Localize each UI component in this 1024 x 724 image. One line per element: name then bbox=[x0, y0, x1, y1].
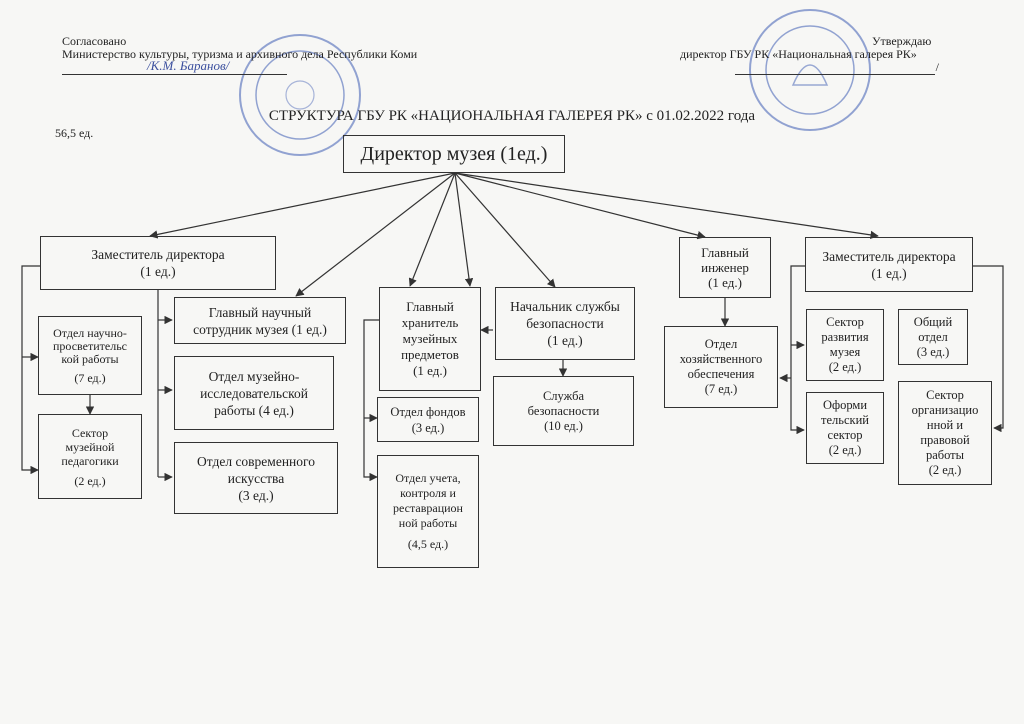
right-signature-slash: / bbox=[935, 60, 939, 74]
box-text-line: музейных bbox=[402, 331, 458, 346]
box-text-line: (2 ед.) bbox=[74, 473, 106, 488]
deputy-director-2-box: Заместитель директора(1 ед.) bbox=[805, 237, 973, 292]
box-text-line: контроля и bbox=[400, 486, 456, 500]
right-signature-line: / bbox=[735, 61, 939, 75]
box-text-line: реставрацион bbox=[393, 501, 463, 515]
box-text-line: (4,5 ед.) bbox=[407, 537, 449, 551]
box-text-line: (2 ед.) bbox=[828, 443, 862, 457]
box-text-line: Общий bbox=[913, 314, 953, 329]
box-text-line: хозяйственного bbox=[679, 352, 763, 366]
box-text-line: (10 ед.) bbox=[544, 418, 583, 433]
box-text-line: Отдел bbox=[704, 337, 738, 351]
box-text-line: исследовательской bbox=[200, 385, 308, 401]
box-text-line: организацио bbox=[911, 403, 979, 417]
ministry-stamp-icon bbox=[239, 34, 361, 156]
director-box: Директор музея (1ед.) bbox=[343, 135, 565, 173]
approved-label: Согласовано bbox=[62, 34, 127, 48]
box-text-line: (3 ед.) bbox=[916, 344, 950, 359]
box-text-line: Главный bbox=[701, 245, 749, 260]
funds-dept-box: Отдел фондов(3 ед.) bbox=[377, 397, 479, 442]
box-text-line: правовой bbox=[920, 433, 970, 447]
box-text-line: работы bbox=[925, 448, 965, 462]
page-title: СТРУКТУРА ГБУ РК «НАЦИОНАЛЬНАЯ ГАЛЕРЕЯ Р… bbox=[268, 108, 756, 124]
box-text-line: нной и bbox=[926, 418, 964, 432]
box-text-line: музея bbox=[829, 345, 861, 359]
box-text-line: Начальник службы bbox=[510, 299, 620, 314]
box-text-line: кой работы bbox=[61, 351, 119, 366]
box-text-line: Сектор bbox=[71, 425, 109, 440]
box-text-line: отдел bbox=[918, 329, 948, 344]
box-text-line: тельский bbox=[821, 413, 869, 427]
box-text-line: (1 ед.) bbox=[547, 333, 583, 348]
box-text-line: Сектор bbox=[826, 315, 864, 329]
deputy-director-1-box: Заместитель директора (1 ед.) bbox=[40, 236, 276, 290]
box-text-line: инженер bbox=[701, 260, 749, 275]
gallery-stamp-icon bbox=[749, 9, 871, 131]
box-text-line: Отдел научно- bbox=[53, 325, 127, 340]
box-text-line: Отдел музейно- bbox=[208, 368, 300, 384]
box-text-line: работы (4 ед.) bbox=[214, 402, 294, 418]
box-text-line: сектор bbox=[827, 428, 863, 442]
box-text-line: развития bbox=[821, 330, 869, 344]
box-text-line: Главный научный bbox=[208, 304, 312, 320]
gallery-director: директор ГБУ РК «Национальная галерея РК… bbox=[680, 47, 917, 61]
box-text-line: ной работы bbox=[398, 516, 458, 530]
box-text-line: безопасности bbox=[526, 316, 604, 331]
box-text-line: Оформи bbox=[822, 398, 868, 412]
box-text-line: (1 ед.) bbox=[413, 363, 447, 378]
left-signature-line: /К.М. Баранов/ bbox=[62, 58, 287, 75]
box-text-line: сотрудник музея (1 ед.) bbox=[193, 321, 327, 337]
box-text-line: Заместитель директора bbox=[91, 247, 225, 262]
box-text-line: (3 ед.) bbox=[411, 420, 445, 435]
security-head-box: Начальник службы безопасности (1 ед.) bbox=[495, 287, 635, 360]
box-text-line: (1 ед.) bbox=[871, 265, 907, 281]
box-text-line: просветительс bbox=[53, 338, 127, 353]
box-text-line: обеспечения bbox=[687, 367, 755, 381]
box-text-line: (2 ед.) bbox=[928, 463, 962, 477]
box-text-line: педагогики bbox=[61, 453, 119, 468]
box-text-line: Заместитель директора bbox=[822, 248, 956, 264]
box-text-line: предметов bbox=[401, 347, 459, 362]
box-text-line: хранитель bbox=[401, 315, 459, 330]
left-signature: /К.М. Баранов/ bbox=[147, 58, 230, 73]
box-text-line: Служба bbox=[542, 388, 585, 403]
box-text-line: (7 ед.) bbox=[704, 382, 738, 396]
box-text-line: (1 ед.) bbox=[708, 275, 742, 290]
total-units: 56,5 ед. bbox=[55, 126, 94, 140]
box-text-line: искусства bbox=[227, 470, 285, 486]
box-text-line: Отдел фондов bbox=[390, 404, 466, 419]
box-text-line: (1 ед.) bbox=[140, 264, 176, 279]
box-text-line: Отдел учета, bbox=[395, 471, 461, 485]
ministry-name: Министерство культуры, туризма и архивно… bbox=[62, 47, 418, 61]
box-text-line: (7 ед.) bbox=[74, 370, 106, 385]
box-text-line: (3 ед.) bbox=[238, 487, 274, 503]
box-text-line: Главный bbox=[406, 299, 454, 314]
approve-label: Утверждаю bbox=[872, 34, 932, 48]
box-text-line: музейной bbox=[65, 439, 115, 454]
box-text-line: Отдел современного bbox=[197, 453, 315, 469]
box-text-line: (2 ед.) bbox=[828, 360, 862, 374]
box-text-line: Директор музея (1ед.) bbox=[360, 143, 548, 165]
box-text-line: Сектор bbox=[926, 388, 964, 402]
box-text-line: безопасности bbox=[527, 403, 600, 418]
